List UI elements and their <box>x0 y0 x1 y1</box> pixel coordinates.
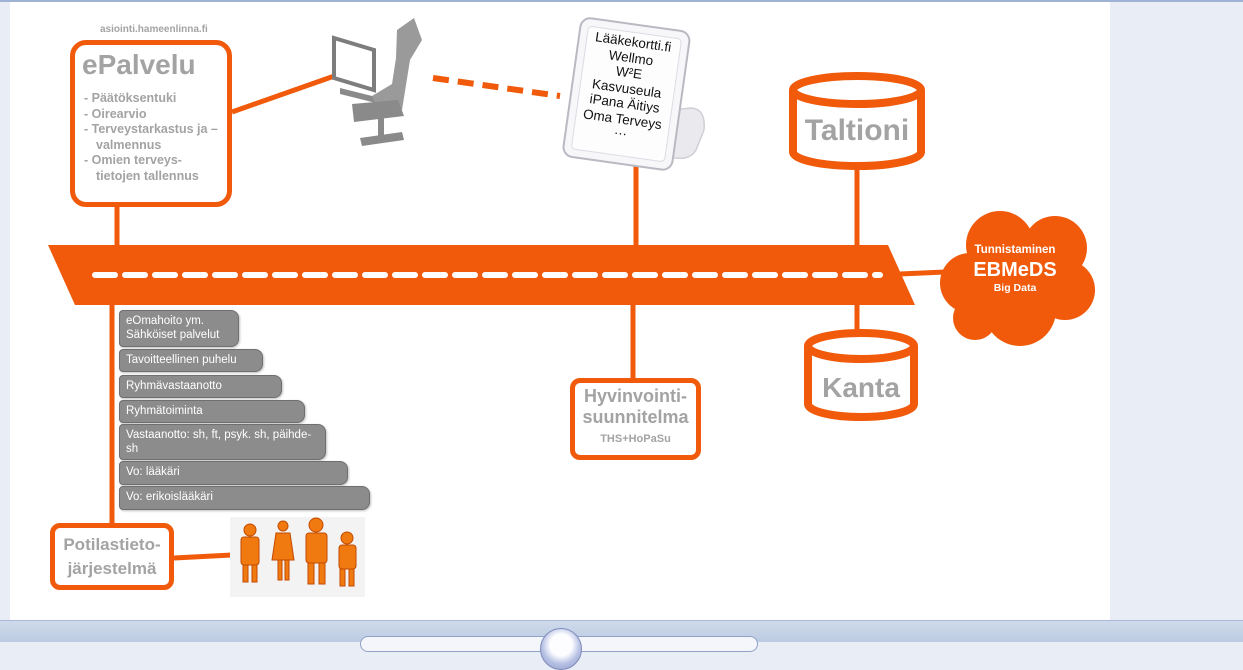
cloud-line-ebmeds: EBMeDS <box>973 259 1057 281</box>
bottom-toolbar-button[interactable] <box>540 628 582 670</box>
taltioni-label: Taltioni <box>804 114 910 147</box>
step-tavoitteellinen-puhelu: Tavoitteellinen puhelu <box>119 349 263 372</box>
healthcare-staff-figures-icon <box>230 517 365 597</box>
potilastieto-box: Potilastieto- järjestelmä <box>50 523 174 590</box>
epalvelu-title: ePalvelu <box>82 49 196 80</box>
epalvelu-to-computer-line <box>231 71 341 115</box>
taltioni-database-icon <box>789 72 925 170</box>
epalvelu-list-item: - Omien terveys-tietojen tallennus <box>84 153 199 183</box>
hyvinvointi-title-line2: suunnitelma <box>582 407 689 427</box>
potilastieto-to-staff-line <box>173 552 233 561</box>
tablet-app-list: Lääkekortti.fi Wellmo W²E Kasvuseula iPa… <box>561 26 694 143</box>
step-ryhmatoiminta: Ryhmätoiminta <box>119 400 305 423</box>
bottom-toolbar <box>0 620 1243 642</box>
epalvelu-list-item: - Päätöksentuki <box>84 91 177 105</box>
kanta-label: Kanta <box>822 372 900 403</box>
step-vastaanotto: Vastaanotto: sh, ft, psyk. sh, päihde-sh <box>119 424 326 460</box>
cloud-icon <box>940 211 1095 346</box>
step-vo-erikoislaakari: Vo: erikoislääkäri <box>119 486 370 510</box>
potilastieto-line1: Potilastieto- <box>63 535 161 554</box>
step-vo-laakari: Vo: lääkäri <box>119 461 348 485</box>
cloud-line-bigdata: Big Data <box>993 282 1037 294</box>
person-at-computer-icon <box>332 18 422 146</box>
epalvelu-list: - Päätöksentuki - Oirearvio - Terveystar… <box>84 91 224 184</box>
epalvelu-url: asiointi.hameenlinna.fi <box>100 24 208 35</box>
hyvinvointi-title-line1: Hyvinvointi- <box>583 386 687 406</box>
hyvinvointi-subtitle: THS+HoPaSu <box>600 433 671 445</box>
potilastieto-line2: järjestelmä <box>67 559 157 578</box>
epalvelu-list-item: - Oirearvio <box>84 106 147 121</box>
diagram-canvas <box>48 17 1095 597</box>
computer-to-tablet-dashed-line <box>432 75 561 99</box>
data-bus-bar <box>48 245 915 305</box>
cloud-line-tunnistaminen: Tunnistaminen <box>974 244 1056 256</box>
kanta-database-icon <box>804 329 918 421</box>
top-window-line <box>0 0 1243 2</box>
cloud-text: Tunnistaminen EBMeDS Big Data <box>945 243 1085 294</box>
bus-to-cloud-line <box>899 269 946 277</box>
tablet-device-icon <box>562 17 705 171</box>
step-ryhmavastaanotto: Ryhmävastaanotto <box>119 375 282 398</box>
step-eomahoito: eOmahoito ym. Sähköiset palvelut <box>119 310 239 347</box>
epalvelu-box: ePalvelu - Päätöksentuki - Oirearvio - T… <box>70 40 232 207</box>
hyvinvointi-box: Hyvinvointi- suunnitelma THS+HoPaSu <box>570 378 701 460</box>
epalvelu-list-item: - Terveystarkastus ja –valmennus <box>84 122 218 152</box>
